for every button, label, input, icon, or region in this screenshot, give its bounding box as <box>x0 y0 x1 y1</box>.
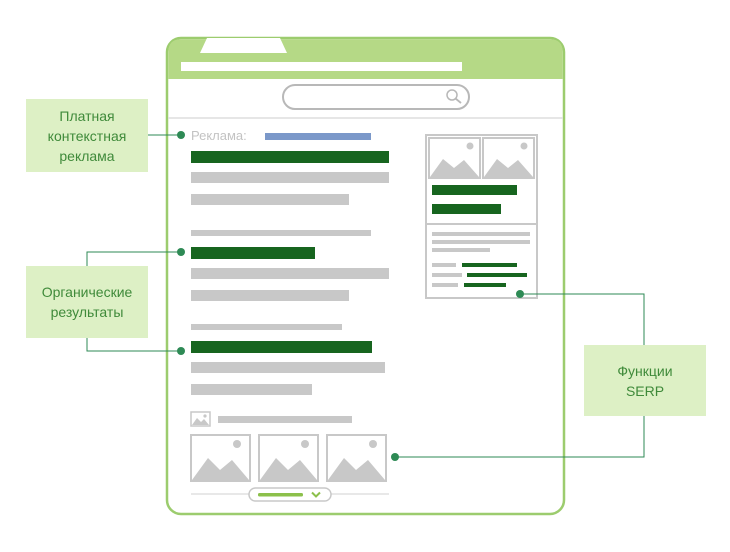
connector-dot <box>391 453 399 461</box>
panel-fact-label <box>432 263 456 267</box>
panel-fact-value[interactable] <box>462 263 517 267</box>
result-title-bar[interactable] <box>191 341 372 353</box>
ad-text-line <box>191 172 389 183</box>
search-box[interactable] <box>282 84 470 110</box>
panel-title-bar[interactable] <box>432 185 517 195</box>
image-pack <box>190 411 387 482</box>
image-thumbnail[interactable] <box>190 434 251 482</box>
callout-box-organic <box>26 266 148 338</box>
result-text-line <box>191 268 389 279</box>
panel-text-line <box>432 232 530 236</box>
serp-connector-panel <box>520 293 645 345</box>
connector-dot <box>177 248 185 256</box>
organic-result <box>191 230 389 301</box>
paid-ad-block <box>191 133 389 205</box>
panel-text-line <box>432 240 530 244</box>
panel-fact-value[interactable] <box>467 273 527 277</box>
ad-title-bar[interactable] <box>191 151 389 163</box>
ad-label: Реклама: <box>191 128 247 143</box>
callout-line: Органические <box>41 284 133 300</box>
serp-features-panel <box>425 134 538 299</box>
panel-image[interactable] <box>428 137 481 179</box>
ad-url-bar <box>265 133 371 140</box>
callout-line: контекстная <box>47 127 127 144</box>
callout-line: Платная <box>59 107 115 124</box>
panel-fact-value[interactable] <box>464 283 506 287</box>
chevron-down-icon[interactable] <box>311 491 321 498</box>
show-more-control[interactable] <box>191 487 389 502</box>
result-url-line <box>191 230 371 236</box>
callout-line: реклама <box>59 147 115 164</box>
panel-fact-label <box>432 273 462 277</box>
connector-dots <box>177 131 524 461</box>
image-thumbnail[interactable] <box>258 434 319 482</box>
callout-line: SERP <box>625 382 665 399</box>
serp-connector-images <box>395 416 645 458</box>
panel-text-line <box>432 248 490 252</box>
callout-organic-results: Органические результаты <box>26 266 148 338</box>
image-pack-title <box>218 416 352 423</box>
panel-image[interactable] <box>482 137 535 179</box>
callout-box-serp <box>584 345 706 416</box>
connector-dot <box>177 131 185 139</box>
result-text-line <box>191 362 385 373</box>
callout-serp-features: Функции SERP <box>584 345 706 416</box>
result-text-line <box>191 384 312 395</box>
callout-line: Функции <box>617 362 673 379</box>
connector-dot <box>177 347 185 355</box>
organic-result <box>191 324 385 395</box>
connector-dot <box>516 290 524 298</box>
result-url-line <box>191 324 342 330</box>
result-text-line <box>191 290 349 301</box>
ad-text-line <box>191 194 349 205</box>
callout-box-paid <box>26 99 148 172</box>
search-icon[interactable] <box>446 89 462 104</box>
result-title-bar[interactable] <box>191 247 315 259</box>
browser-tab[interactable] <box>200 38 287 53</box>
image-thumbnail[interactable] <box>326 434 387 482</box>
image-icon <box>190 411 211 427</box>
callout-paid-ads: Платная контекстная реклама <box>26 99 148 172</box>
panel-subtitle-bar <box>432 204 501 214</box>
callout-line: результаты <box>50 304 124 320</box>
address-bar[interactable] <box>181 62 462 71</box>
panel-fact-label <box>432 283 458 287</box>
